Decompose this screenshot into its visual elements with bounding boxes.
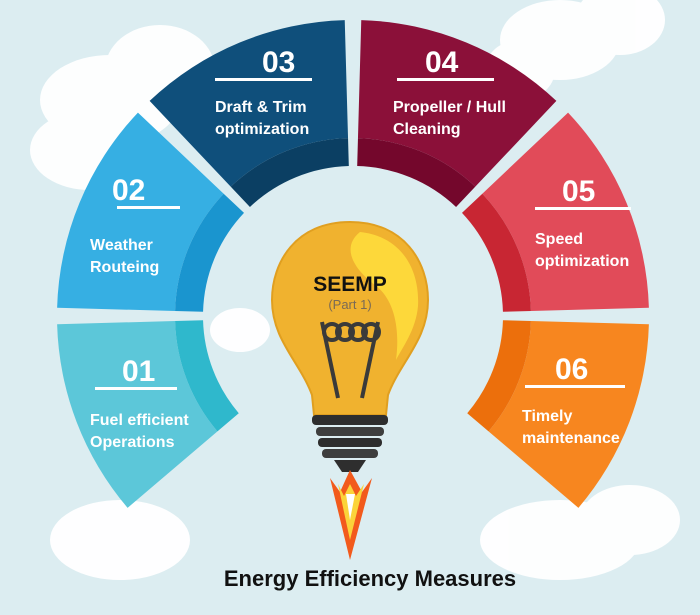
segment-06-inner-band <box>467 320 531 432</box>
segment-label: Cleaning <box>393 121 461 138</box>
segment-number: 02 <box>112 174 145 207</box>
segment-label: optimization <box>535 253 629 270</box>
underline <box>215 78 312 81</box>
segment-number: 05 <box>562 175 595 208</box>
segment-number: 06 <box>555 353 588 386</box>
segment-label: Timely <box>522 408 573 425</box>
center-title: SEEMP <box>313 273 387 296</box>
segment-05-band <box>482 112 649 312</box>
segment-04-inner-band <box>357 138 476 208</box>
underline <box>535 207 631 210</box>
segment-04: 04 Propeller / Hull Cleaning <box>393 46 506 138</box>
segment-03-band <box>149 20 349 187</box>
underline <box>117 206 180 209</box>
underline <box>397 78 494 81</box>
segment-06-band <box>488 320 649 508</box>
segment-03: 03 Draft & Trim optimization <box>215 46 312 138</box>
segment-label: Fuel efficient <box>90 412 189 429</box>
clouds <box>30 0 680 580</box>
segment-label: Speed <box>535 231 583 248</box>
segment-02: 02 Weather Routeing <box>90 174 180 276</box>
segment-06: 06 Timely maintenance <box>522 353 625 447</box>
segment-label: Weather <box>90 237 153 254</box>
segment-number: 04 <box>425 46 459 79</box>
segment-number: 01 <box>122 355 155 388</box>
segment-02-band <box>57 112 224 312</box>
segment-04-band <box>357 20 557 187</box>
underline <box>525 385 625 388</box>
footer-title: Energy Efficiency Measures <box>224 566 516 591</box>
segment-label: Operations <box>90 434 175 451</box>
segment-03-inner-band <box>230 138 349 208</box>
segment-label: Routeing <box>90 259 159 276</box>
segment-ring <box>57 20 649 508</box>
segment-label: optimization <box>215 121 309 138</box>
segment-label: Propeller / Hull <box>393 99 506 116</box>
lightbulb-icon <box>270 220 430 472</box>
segment-05: 05 Speed optimization <box>535 175 631 270</box>
rocket-flame-icon <box>330 470 372 560</box>
segment-label: Draft & Trim <box>215 99 307 116</box>
center-subtitle: (Part 1) <box>328 297 371 312</box>
segment-01: 01 Fuel efficient Operations <box>90 355 189 451</box>
segment-05-inner-band <box>461 193 531 312</box>
segment-number: 03 <box>262 46 295 79</box>
segment-02-inner-band <box>175 193 245 312</box>
segment-label: maintenance <box>522 430 620 447</box>
segment-01-band <box>57 320 218 508</box>
underline <box>95 387 177 390</box>
segment-01-inner-band <box>175 320 239 432</box>
